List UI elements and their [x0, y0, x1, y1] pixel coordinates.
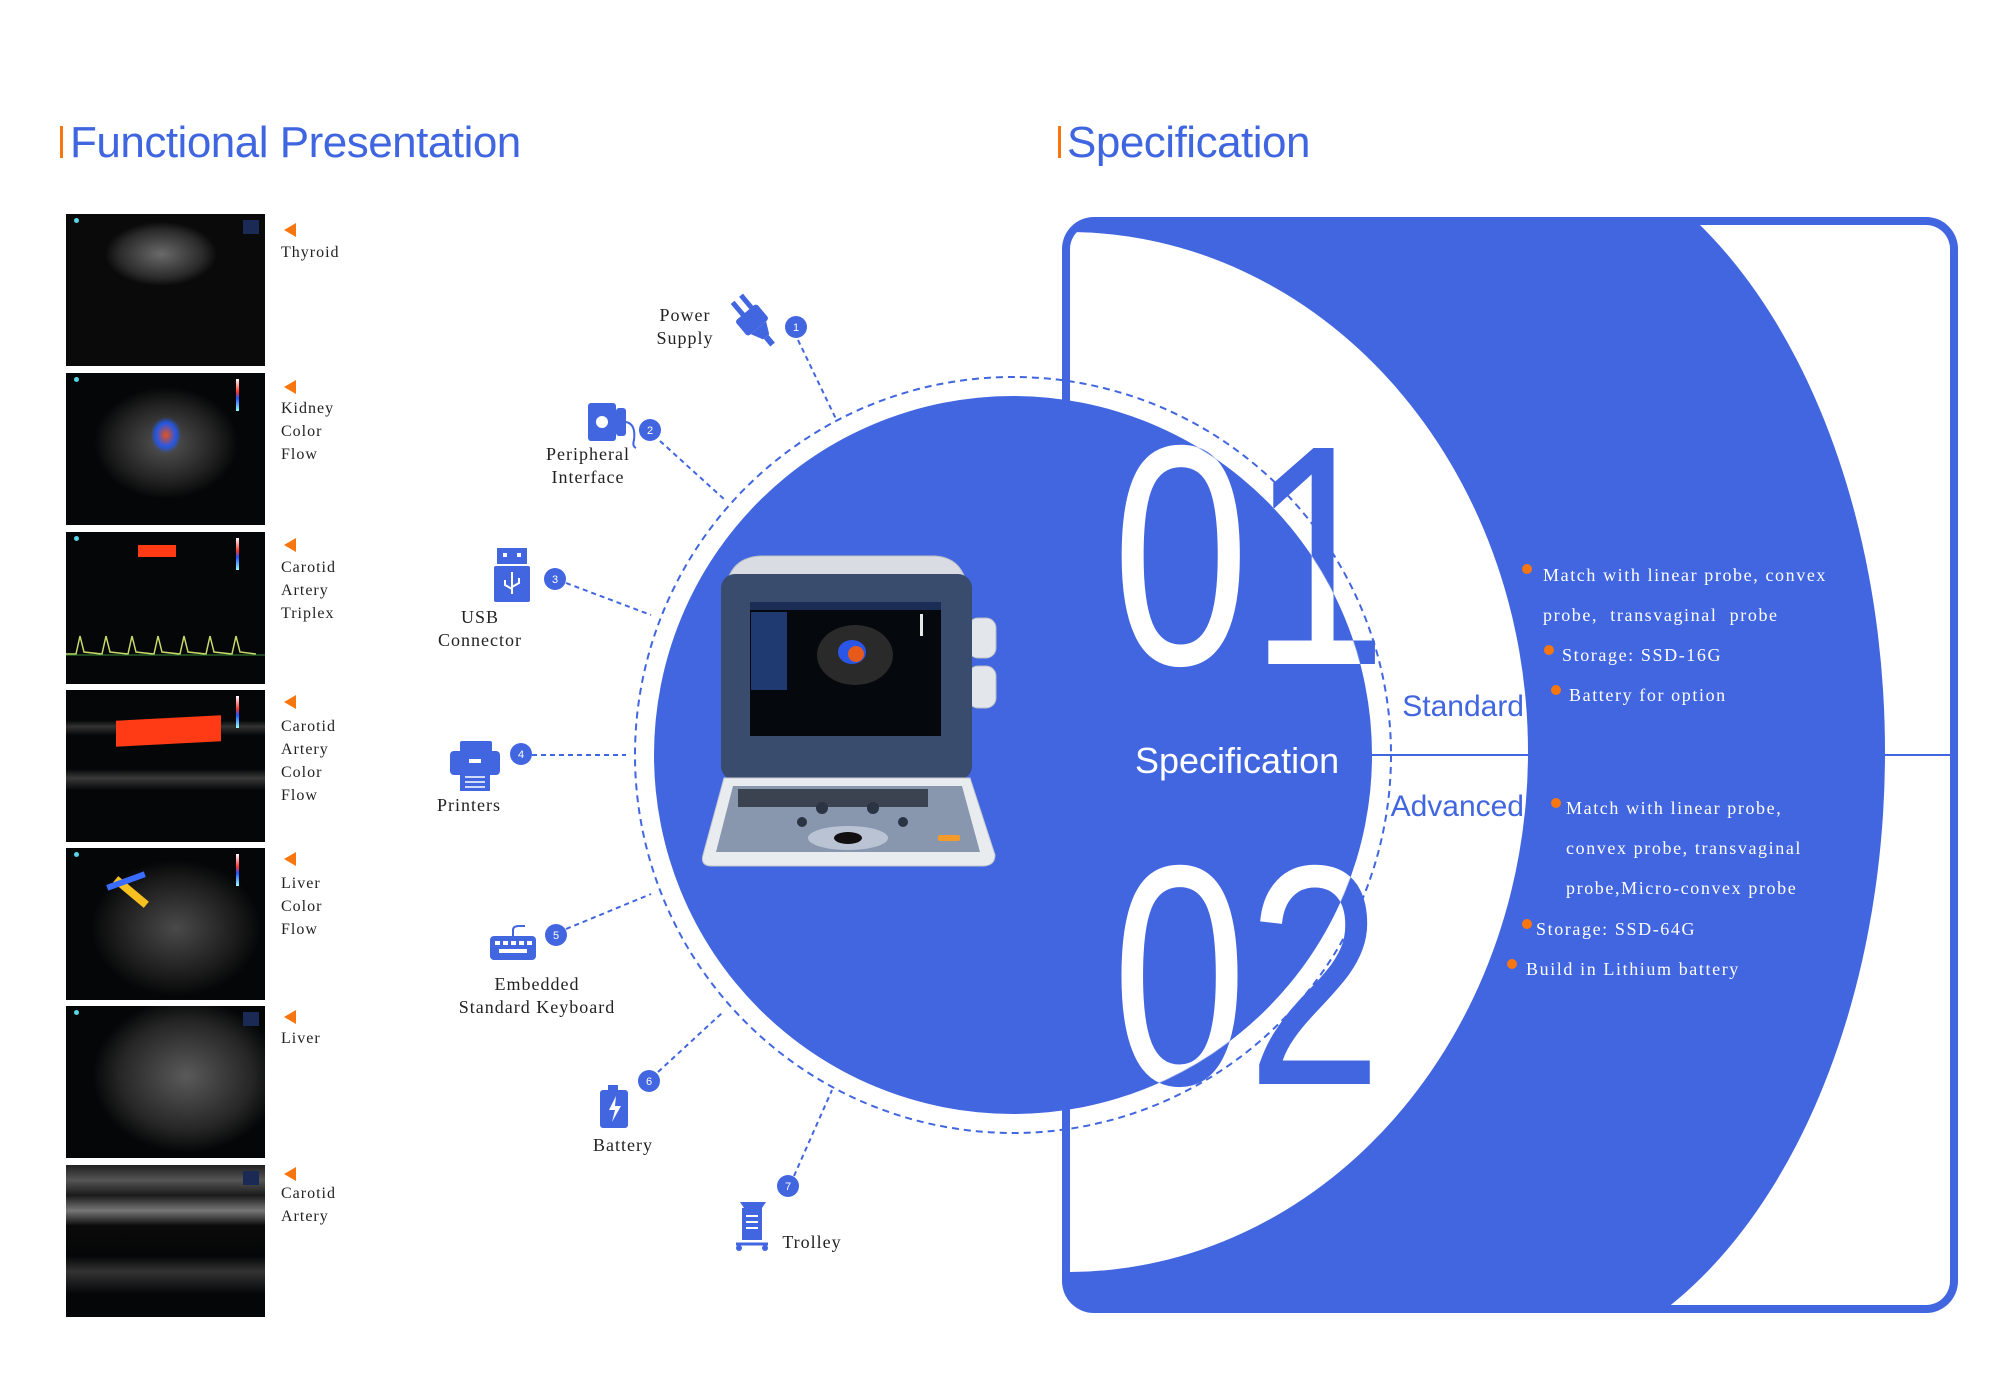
bullet-icon [1522, 919, 1532, 929]
orange-pointer-icon [284, 695, 296, 709]
feature-label-trolley: Trolley [782, 1232, 842, 1252]
keyboard-icon [490, 925, 536, 960]
connector-line-5 [565, 893, 652, 930]
trolley-icon [736, 1202, 768, 1251]
ultrasound-image-carotid-triplex [66, 532, 265, 684]
ultrasound-image-liver-color-flow [66, 848, 265, 1000]
badge-7: 7 [785, 1181, 791, 1193]
ultrasound-image-carotid-artery [66, 1165, 265, 1317]
ultrasound-image-carotid-color-flow [66, 690, 265, 842]
spec-line: probe, transvaginal probe [1543, 605, 1779, 625]
probe-holder [967, 665, 997, 709]
ultrasound-image-thyroid [66, 214, 265, 366]
orange-pointer-icon [284, 380, 296, 394]
spec-line: Match with linear probe, [1566, 798, 1782, 818]
standard-label: Standard [1402, 690, 1524, 723]
badge-3: 3 [552, 574, 558, 586]
bullet-icon [1522, 564, 1532, 574]
spec-line: Build in Lithium battery [1526, 959, 1740, 979]
spec-line: Storage: SSD-16G [1562, 645, 1722, 665]
printer-icon [450, 741, 500, 791]
usb-icon [494, 548, 530, 602]
orange-pointer-icon [284, 852, 296, 866]
bullet-icon [1551, 798, 1561, 808]
badge-4: 4 [518, 749, 524, 761]
spec-line: convex probe, transvaginal [1566, 838, 1802, 858]
standard-spec-list: Match with linear probe, convex probe, t… [1522, 564, 1827, 705]
ultrasound-device [701, 555, 997, 867]
thumbnail-label: Thyroid [281, 244, 340, 261]
spec-line: probe,Micro-convex probe [1566, 878, 1797, 898]
probe-icon [588, 403, 637, 449]
number-02: 02 [1112, 800, 1382, 1151]
advanced-label: Advanced [1391, 790, 1524, 823]
ultrasound-image-kidney-color-flow [66, 373, 265, 525]
badge-2: 2 [647, 425, 653, 437]
orange-pointer-icon [284, 1167, 296, 1181]
plug-icon [730, 293, 775, 347]
dashed-orbit [634, 376, 1392, 1134]
bullet-icon [1507, 959, 1517, 969]
bullet-icon [1551, 685, 1561, 695]
thumbnail-label: Liver [281, 1030, 321, 1047]
connector-line-3 [565, 582, 652, 616]
feature-label-printers: Printers [437, 795, 501, 815]
connector-line-6 [657, 1012, 723, 1073]
connector-line-7 [793, 1089, 833, 1177]
probe-holder [967, 617, 997, 659]
specification-title: Specification [1067, 118, 1310, 167]
badge-1: 1 [793, 322, 799, 334]
connector-line-1 [797, 339, 837, 420]
feature-label-battery: Battery [593, 1135, 653, 1155]
badge-5: 5 [553, 930, 559, 942]
ultrasound-image-liver [66, 1006, 265, 1158]
advanced-spec-list: Match with linear probe, convex probe, t… [1507, 798, 1802, 979]
title-accent-bar [60, 126, 63, 158]
orange-pointer-icon [284, 1010, 296, 1024]
spec-line: Battery for option [1569, 685, 1727, 705]
orange-pointer-icon [284, 538, 296, 552]
spec-line: Match with linear probe, convex [1543, 565, 1827, 585]
title-accent-bar [1058, 126, 1061, 158]
number-badges: 1 2 3 4 5 6 7 [510, 316, 807, 1197]
bullet-icon [1544, 645, 1554, 655]
connector-line-2 [659, 440, 726, 501]
battery-icon [600, 1085, 628, 1128]
functional-presentation-title: Functional Presentation [70, 118, 521, 167]
number-01: 01 [1112, 380, 1387, 731]
spec-line: Storage: SSD-64G [1536, 919, 1696, 939]
center-spec-label: Specification [1135, 740, 1339, 781]
badge-6: 6 [646, 1076, 652, 1088]
orange-pointer-icon [284, 223, 296, 237]
spec-white-arc [1070, 232, 1528, 1272]
